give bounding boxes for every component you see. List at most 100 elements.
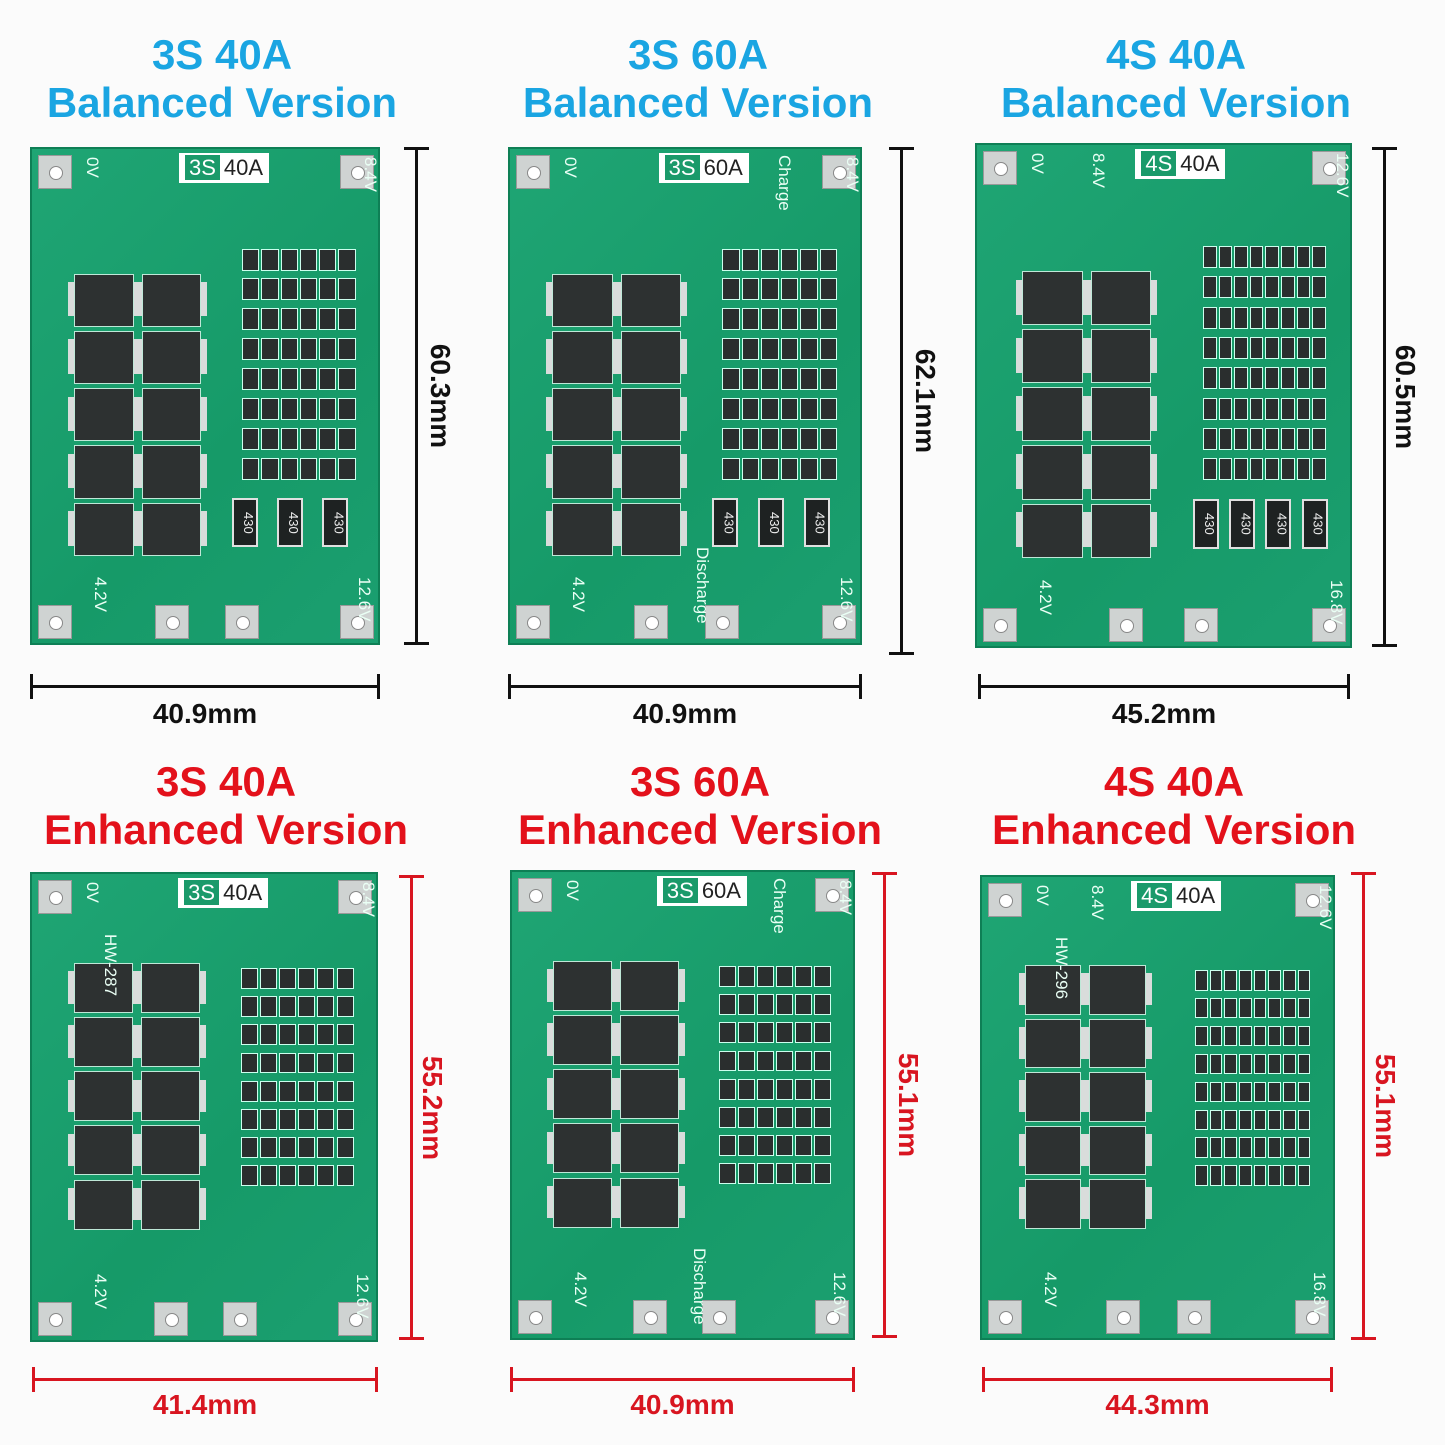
panel-title-model: 3S 60A	[627, 31, 769, 78]
smd-component	[299, 398, 317, 420]
height-dimension-label: 62.1mm	[910, 348, 941, 454]
smd-component	[259, 1137, 278, 1158]
smd-component	[280, 457, 298, 480]
smd-component	[242, 398, 260, 420]
mosfet-chip	[620, 273, 681, 327]
mosfet-chip	[620, 388, 681, 442]
solder-pad	[822, 155, 856, 189]
smd-component	[1268, 1165, 1281, 1186]
smd-component	[737, 1050, 755, 1072]
smd-component	[761, 457, 779, 480]
solder-pad	[704, 605, 739, 639]
solder-pad	[633, 605, 668, 639]
smd-component	[819, 338, 838, 361]
width-dimension-line	[508, 674, 862, 699]
smd-component	[1195, 1081, 1208, 1103]
silkscreen-label-tr: 8.4V	[359, 882, 378, 917]
smd-component	[1195, 1109, 1208, 1131]
smd-component	[280, 338, 298, 361]
panel-title-model: 3S 40A	[155, 758, 297, 805]
silkscreen-label-bottom: Discharge	[690, 1248, 710, 1325]
solder-pad	[224, 605, 259, 639]
smd-component	[299, 457, 317, 480]
mosfet-chip	[1022, 271, 1083, 326]
height-dimension-line	[404, 147, 429, 645]
mosfet-chip	[140, 1071, 201, 1122]
smd-component	[1203, 427, 1217, 450]
smd-component	[761, 248, 779, 271]
smd-component	[1312, 336, 1326, 360]
smd-component	[242, 427, 260, 450]
shunt-resistor: 430	[322, 497, 349, 548]
smd-component	[800, 338, 818, 361]
smd-component	[737, 1078, 755, 1100]
height-dimension-label: 60.3mm	[425, 343, 456, 449]
smd-component	[737, 1135, 755, 1156]
solder-pad	[1106, 1300, 1141, 1334]
width-dimension-label: 40.9mm	[632, 698, 738, 729]
mosfet-chip	[73, 1125, 133, 1176]
badge-current: 60A	[701, 878, 741, 903]
smd-component	[317, 1024, 335, 1046]
silkscreen-label-bl: 4.2V	[569, 577, 588, 612]
smd-component	[1296, 397, 1311, 420]
smd-component	[722, 248, 740, 271]
smd-component	[1209, 1137, 1223, 1158]
mosfet-chip	[552, 330, 613, 385]
smd-component	[756, 1107, 774, 1128]
smd-component	[261, 368, 279, 391]
shunt-resistor: 430	[712, 497, 739, 548]
smd-component	[338, 368, 356, 391]
smd-component	[1209, 1025, 1223, 1047]
solder-pad	[815, 1300, 849, 1334]
smd-component	[317, 996, 335, 1017]
smd-component	[800, 457, 818, 480]
smd-component	[1280, 246, 1295, 269]
width-dimension-label: 45.2mm	[1111, 698, 1217, 729]
mosfet-chip	[1024, 1018, 1082, 1069]
shunt-resistor: 430	[1193, 498, 1220, 549]
smd-component	[1209, 1081, 1223, 1103]
smd-component	[1282, 1025, 1296, 1047]
smd-component	[1224, 997, 1237, 1019]
smd-component	[741, 248, 760, 271]
smd-component	[336, 996, 354, 1017]
smd-component	[1312, 367, 1326, 390]
smd-component	[741, 338, 760, 361]
smd-component	[1253, 1081, 1267, 1103]
smd-component	[1203, 367, 1217, 390]
smd-component	[800, 308, 818, 331]
mosfet-chip	[1090, 503, 1151, 558]
smd-component	[1282, 1165, 1296, 1186]
silkscreen-label-br: 12.6V	[837, 577, 856, 622]
solder-pad	[815, 878, 849, 912]
panel-title-version: Balanced Version	[522, 79, 874, 126]
smd-component	[336, 1109, 354, 1130]
silkscreen-label-bl: 4.2V	[1036, 580, 1055, 615]
mosfet-chip	[141, 330, 201, 385]
silkscreen-label-br: 12.6V	[355, 577, 374, 622]
smd-component	[1312, 306, 1326, 329]
silkscreen-label-tr: 12.6V	[1333, 153, 1352, 198]
badge-current: 40A	[223, 155, 264, 180]
height-dimension-line	[399, 875, 424, 1340]
smd-component	[1218, 276, 1233, 299]
smd-component	[259, 1165, 278, 1187]
smd-component	[761, 338, 779, 361]
mosfet-chip	[74, 388, 134, 442]
smd-component	[259, 1080, 278, 1102]
smd-component	[722, 398, 740, 420]
shunt-resistor: 430	[1265, 498, 1292, 549]
smd-component	[794, 1050, 812, 1072]
smd-component	[1238, 1053, 1252, 1075]
mosfet-chip	[73, 1017, 133, 1068]
smd-component	[240, 1137, 258, 1158]
smd-component	[1249, 458, 1264, 481]
solder-pad	[516, 155, 550, 189]
smd-component	[1195, 1137, 1208, 1158]
mosfet-chip	[1089, 1125, 1147, 1176]
smd-component	[1253, 997, 1267, 1019]
mosfet-chip	[553, 1177, 613, 1228]
smd-component	[819, 368, 838, 391]
